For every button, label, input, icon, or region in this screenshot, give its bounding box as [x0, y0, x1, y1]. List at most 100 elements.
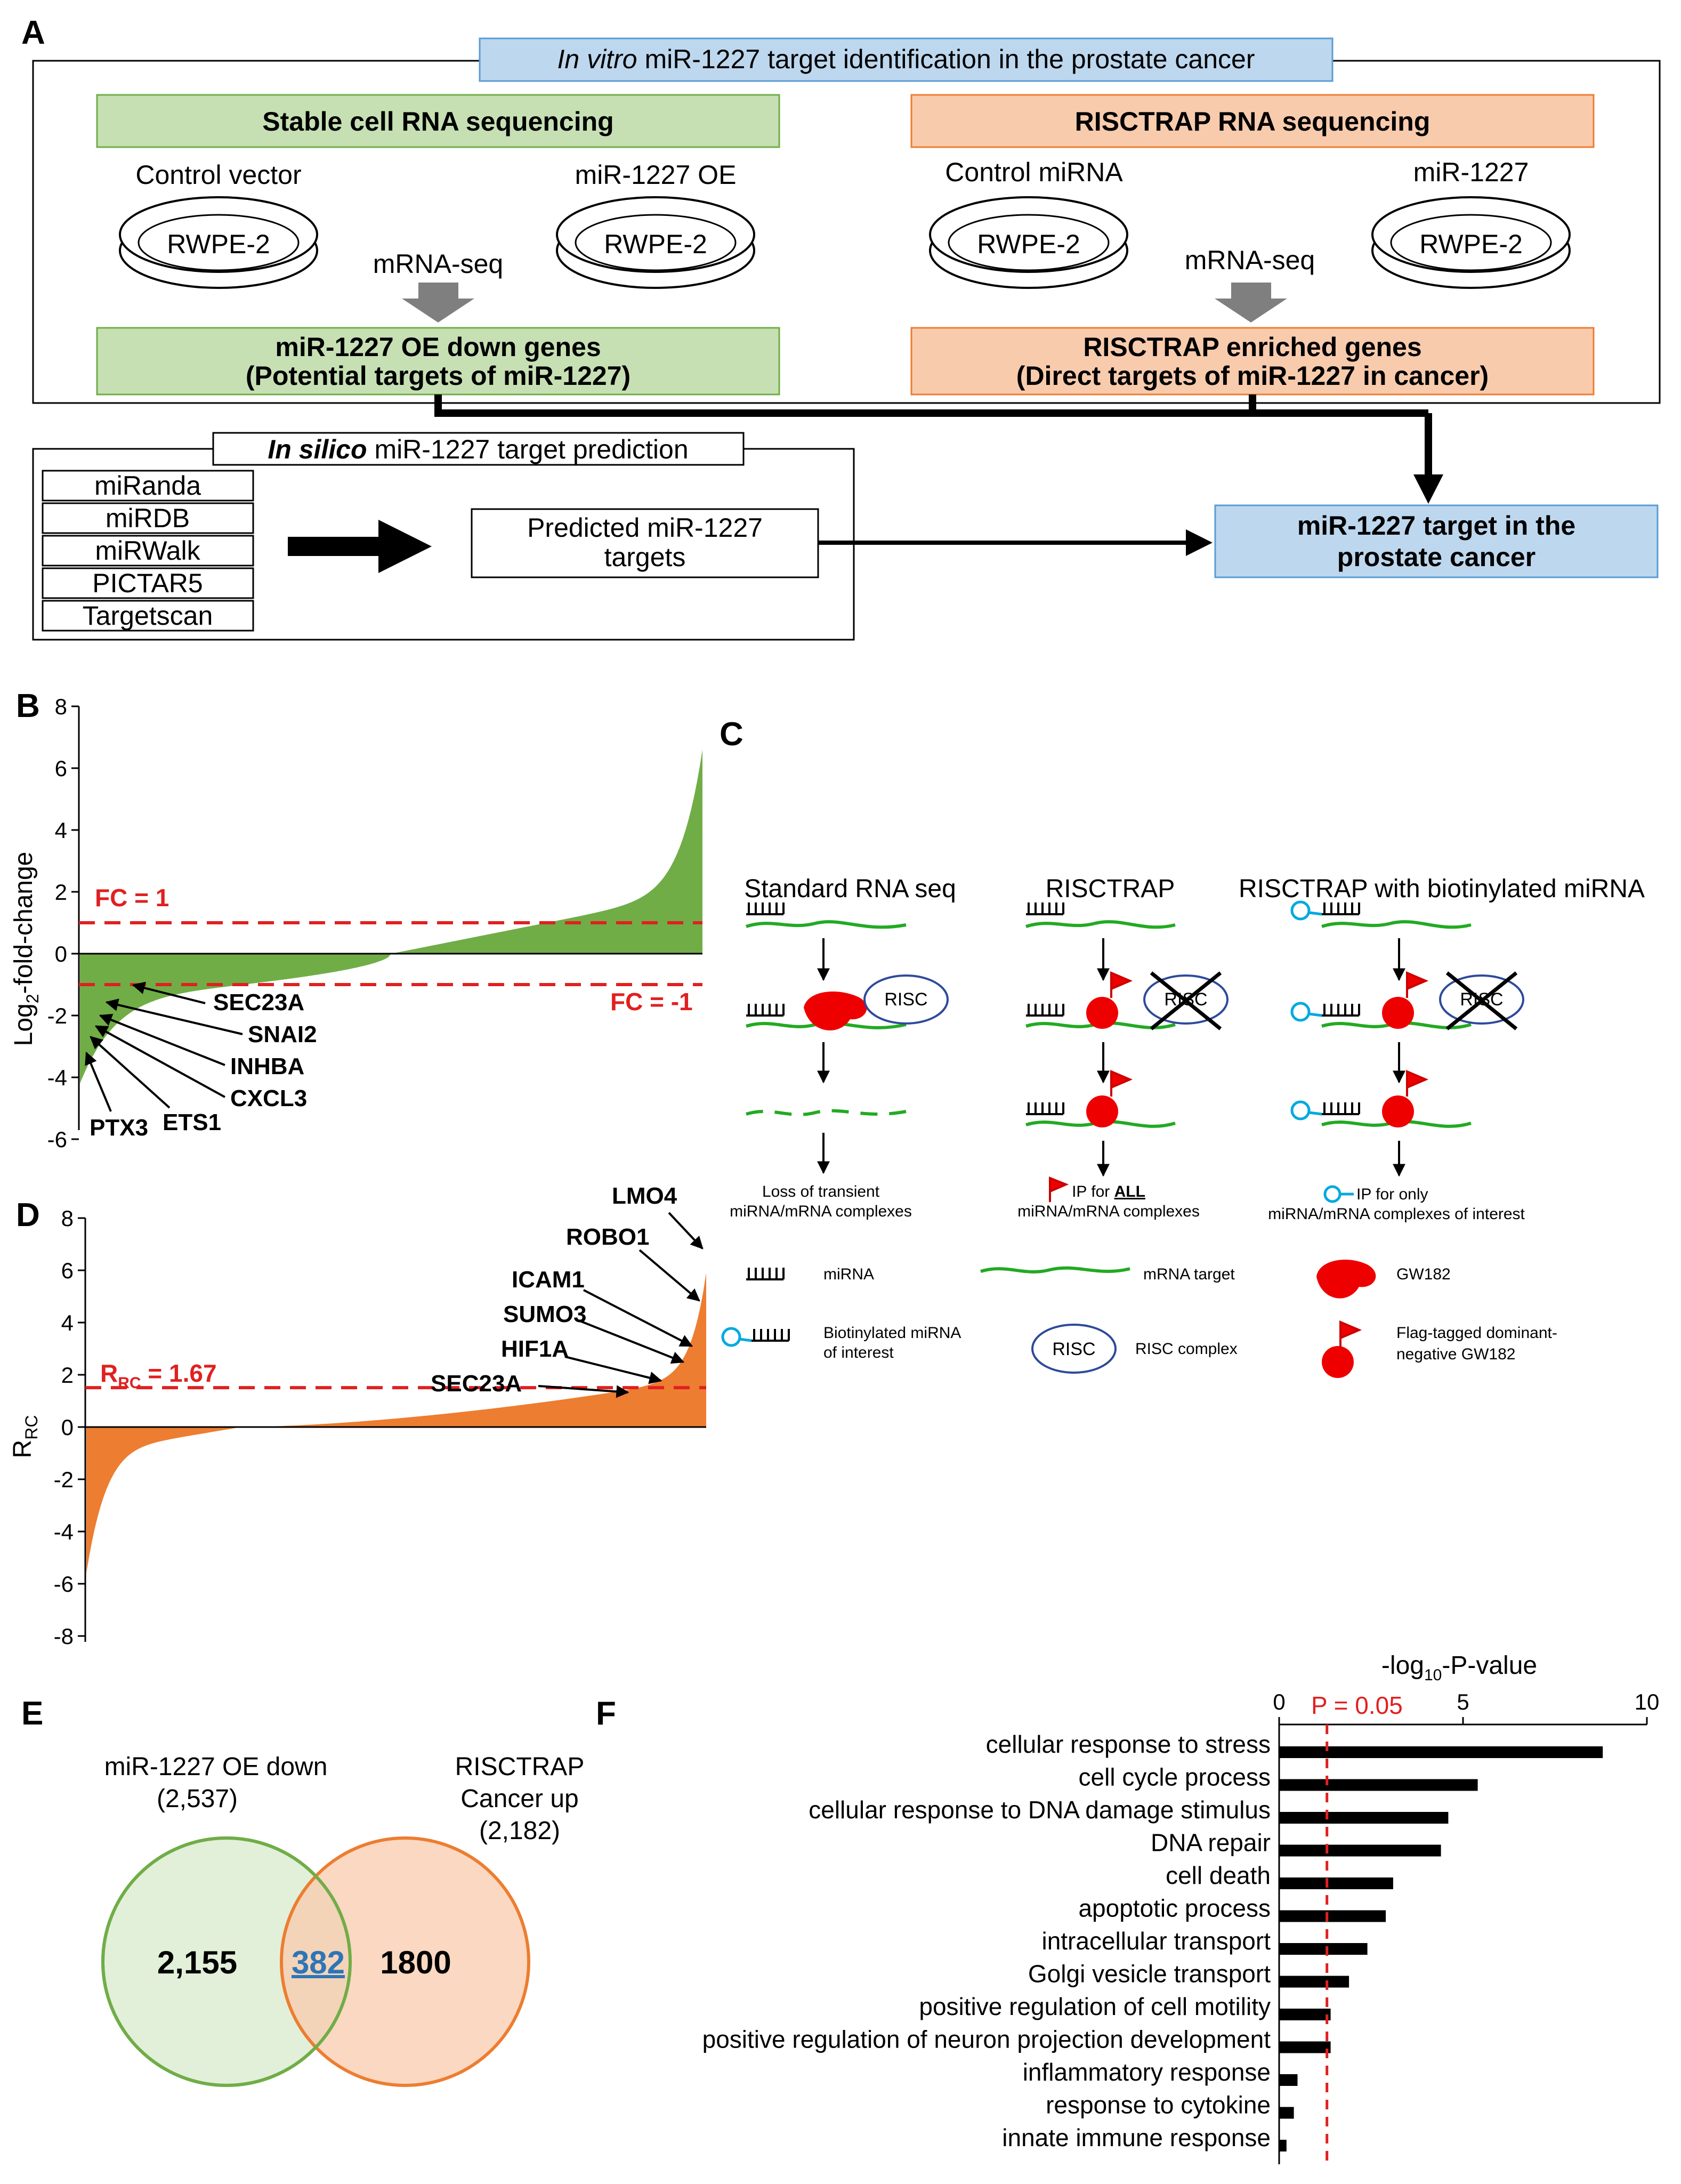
legend-mirna: miRNA [823, 1266, 874, 1283]
rrc-threshold-label: RRC = 1.67 [100, 1359, 217, 1392]
flag-icon [1339, 1320, 1362, 1347]
mirna-icon [1322, 902, 1360, 915]
flag-icon [1406, 971, 1429, 998]
c-cap2-line1: IP for ALL [1072, 1183, 1145, 1200]
venn-right-only: 1800 [380, 1945, 451, 1980]
mirna-icon [1322, 1004, 1360, 1017]
panel-b-y-label: Log2-fold-change [10, 852, 42, 1046]
mirna-icon [1026, 902, 1064, 915]
risc-icon [863, 974, 949, 1025]
gene-hif1a: HIF1A [501, 1336, 569, 1362]
d-tick-label: 4 [61, 1310, 74, 1335]
d-tick-label: 6 [61, 1258, 74, 1283]
risctrap-result-line2: (Direct targets of miR-1227 in cancer) [1016, 361, 1489, 391]
c-col2-title: RISCTRAP [1046, 875, 1175, 903]
final-box [1214, 504, 1659, 578]
panel-b-lfc-distribution [80, 750, 702, 1084]
f-category-label: cellular response to DNA damage stimulus [809, 1796, 1271, 1824]
mirna-icon [746, 1268, 785, 1280]
stable-result-line1: miR-1227 OE down genes [275, 332, 601, 362]
dish-mir-oe: RWPE-2 [556, 196, 755, 289]
f-bar [1279, 1877, 1393, 1889]
f-category-label: cellular response to stress [986, 1730, 1271, 1758]
tool-mirand: miRanda [94, 471, 201, 501]
mirna-icon [1026, 1102, 1064, 1115]
dish-mir-1227: RWPE-2 [1371, 196, 1571, 289]
panel-label-d: D [16, 1197, 40, 1234]
venn-diagram [101, 1836, 530, 2087]
legend-biotin-line2: of interest [823, 1344, 894, 1361]
svg-text:RWPE-2: RWPE-2 [604, 229, 707, 259]
legend-flag-line1: Flag-tagged dominant- [1396, 1324, 1557, 1342]
flag-gw182-icon [1322, 1346, 1354, 1378]
venn-left-only: 2,155 [157, 1945, 237, 1980]
mirna-icon [746, 902, 785, 915]
gene-snai2: SNAI2 [248, 1021, 317, 1047]
mrna-target-icon [746, 920, 907, 929]
f-bar [1279, 2009, 1331, 2020]
cross-icon [1150, 971, 1222, 1030]
mirna-icon [1322, 1102, 1360, 1115]
biotin-icon [1290, 1002, 1311, 1022]
gene-icam1: ICAM1 [512, 1267, 585, 1293]
stable-header: Stable cell RNA sequencing [262, 107, 613, 136]
legend-biotin-line1: Biotinylated miRNA [823, 1324, 961, 1342]
stable-mrna-seq: mRNA-seq [373, 249, 503, 279]
f-category-label: DNA repair [1151, 1829, 1271, 1857]
f-category-label: inflammatory response [1023, 2058, 1271, 2086]
mirna-icon [1026, 1004, 1064, 1017]
insilico-title: In silico miR-1227 target prediction [268, 434, 688, 464]
panel-d-gene-callouts: LMO4 ROBO1 ICAM1 SUMO3 HIF1A SEC23A [431, 1183, 704, 1398]
c-cap1-line1: Loss of transient [762, 1183, 880, 1200]
b-tick-label: -4 [47, 1065, 67, 1090]
flag-gw182-icon [1086, 1095, 1118, 1127]
d-tick-label: -2 [54, 1467, 74, 1492]
flag-gw182-icon [1382, 1095, 1414, 1127]
venn-overlap: 382 [292, 1945, 345, 1980]
f-bar [1279, 2041, 1331, 2053]
d-tick-label: 8 [61, 1206, 74, 1231]
venn-right-count: (2,182) [479, 1817, 560, 1845]
panel-b-gene-callouts: SEC23A SNAI2 INHBA CXCL3 ETS1 PTX3 [85, 981, 317, 1141]
mirna-icon [751, 1329, 790, 1342]
gw182-icon [804, 991, 867, 1030]
f-bar [1279, 1812, 1449, 1824]
risc-text: RISC [884, 989, 927, 1010]
flag-icon [1049, 1176, 1069, 1202]
b-tick-label: 0 [55, 941, 67, 966]
biotin-icon [1290, 900, 1311, 921]
merge-connector [434, 394, 1428, 417]
gene-robo1: ROBO1 [566, 1224, 649, 1250]
biotin-icon [1323, 1185, 1341, 1203]
f-bar [1279, 2074, 1298, 2086]
fc-pos-label: FC = 1 [95, 884, 169, 912]
flag-icon [1110, 1069, 1133, 1097]
risctrap-result-box [910, 327, 1595, 396]
c-cap2-line2: miRNA/mRNA complexes [1017, 1203, 1200, 1220]
panel-d-rrc-distribution [86, 1272, 706, 1574]
f-category-label: intracellular transport [1041, 1927, 1271, 1955]
f-tick-label: 5 [1457, 1689, 1469, 1714]
mir-1227-label: miR-1227 [1413, 157, 1529, 187]
f-category-label: Golgi vesicle transport [1028, 1960, 1271, 1988]
venn-left-label: miR-1227 OE down [104, 1753, 328, 1781]
risctrap-header: RISCTRAP RNA sequencing [1075, 107, 1431, 136]
final-line2: prostate cancer [1337, 542, 1535, 572]
panel-label-a: A [21, 14, 45, 51]
risctrap-result-line1: RISCTRAP enriched genes [1083, 332, 1421, 362]
panel-label-b: B [16, 688, 40, 724]
flag-icon [1110, 971, 1133, 998]
c-col1-title: Standard RNA seq [744, 875, 956, 903]
svg-text:RWPE-2: RWPE-2 [1419, 229, 1523, 259]
risc-icon [1031, 1324, 1117, 1374]
c-cap3-line2: miRNA/mRNA complexes of interest [1268, 1205, 1525, 1223]
f-bar [1279, 1746, 1603, 1758]
f-bar [1279, 1779, 1478, 1791]
f-tick-label: 10 [1635, 1689, 1660, 1714]
f-bar [1279, 2140, 1287, 2151]
f-bar [1279, 1943, 1368, 1955]
fc-neg-label: FC = -1 [610, 988, 693, 1016]
